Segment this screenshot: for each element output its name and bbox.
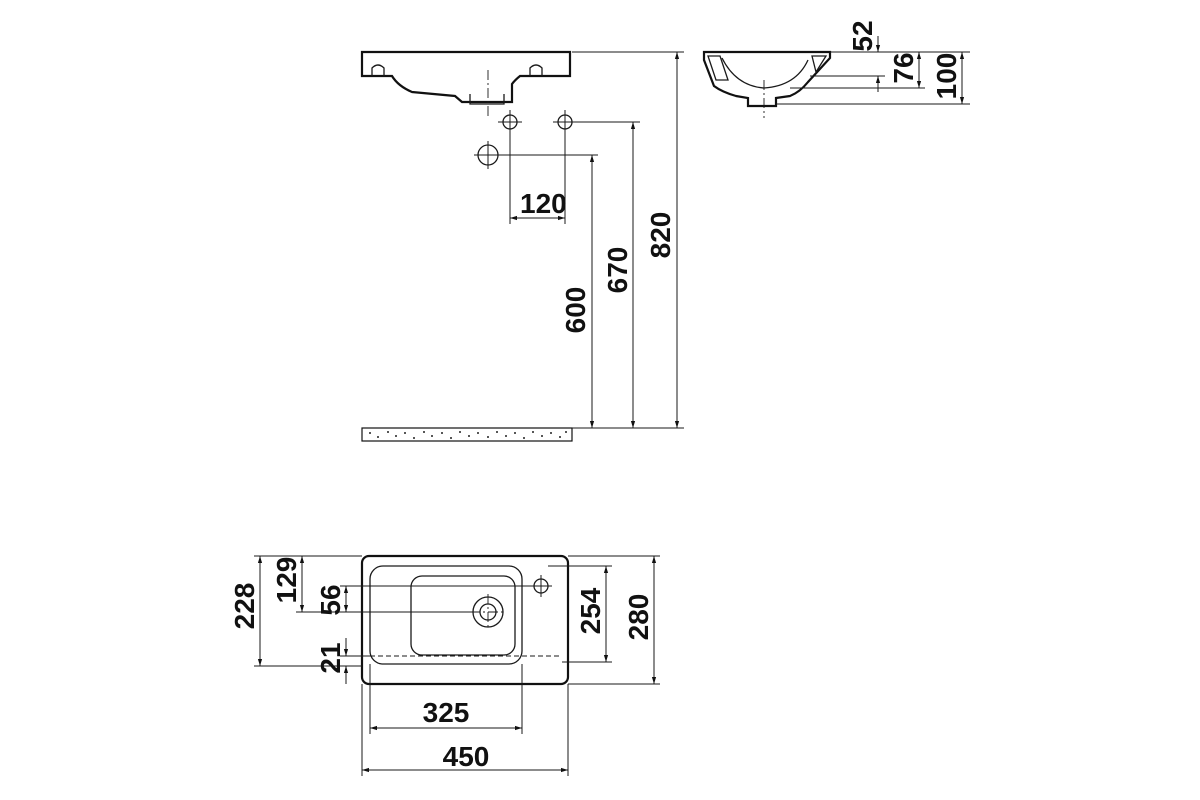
plan-view: 228 129 56 21 254 280 325 450 [229, 554, 660, 776]
basin-bowl-outer [369, 565, 523, 665]
dim-228-label: 228 [229, 583, 260, 630]
basin-overflow-right [529, 64, 543, 76]
dim-52-label: 52 [847, 20, 878, 51]
floor-hatch [361, 427, 573, 442]
basin-inner-surface [721, 57, 809, 89]
side-section-view: 52 76 100 [702, 20, 970, 118]
floor-speckles [369, 431, 567, 439]
section-wall-right [811, 55, 828, 74]
dim-100-label: 100 [931, 53, 962, 100]
basin-plan-outline [360, 554, 570, 686]
basin-section-outline [702, 50, 832, 108]
dim-76-label: 76 [888, 52, 919, 83]
dim-600-label: 600 [560, 287, 591, 334]
dim-254-label: 254 [575, 587, 606, 634]
dim-21-label: 21 [315, 642, 346, 673]
dim-450-label: 450 [443, 741, 490, 772]
dim-670-label: 670 [602, 247, 633, 294]
front-elevation-view: 120 600 670 820 [360, 50, 684, 442]
section-wall-left [707, 55, 729, 81]
drain-outlet [469, 94, 505, 105]
dim-280-label: 280 [623, 594, 654, 641]
basin-overflow-left [371, 64, 385, 76]
basin-bowl-inner [410, 575, 516, 656]
dim-56-label: 56 [315, 584, 346, 615]
dim-120-label: 120 [520, 188, 567, 219]
basin-front-outline [360, 50, 572, 104]
dim-325-label: 325 [423, 697, 470, 728]
dim-129-label: 129 [271, 557, 302, 604]
dim-820-label: 820 [645, 212, 676, 259]
